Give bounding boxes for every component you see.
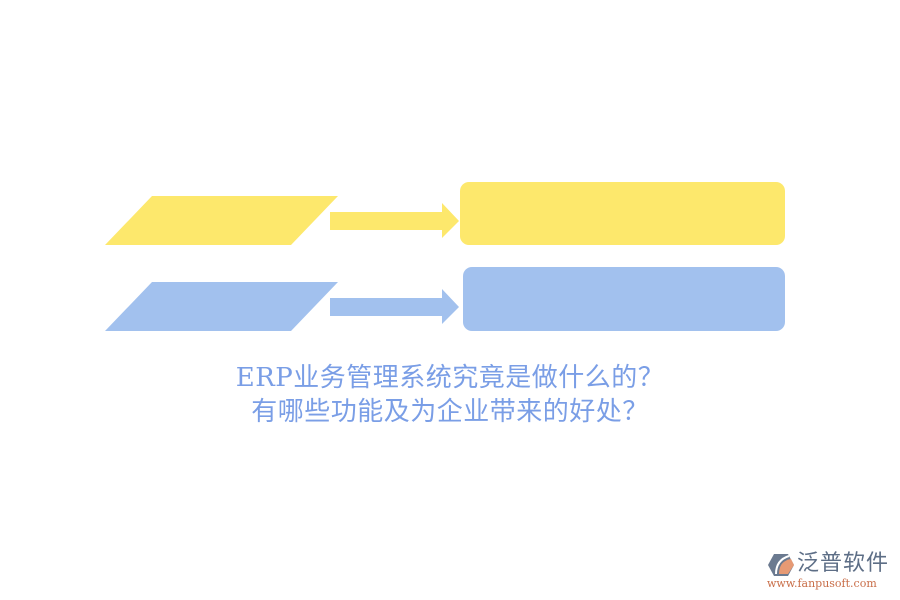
blue-parallelogram xyxy=(105,282,338,331)
logo-name: 泛普软件 xyxy=(797,551,890,576)
yellow-parallelogram xyxy=(105,196,338,245)
title-line-1: ERP业务管理系统究竟是做什么的？ xyxy=(235,363,665,393)
yellow-arrow-icon xyxy=(330,203,459,238)
fanpu-hexagon-logo-icon xyxy=(768,554,794,576)
title-line-2: 有哪些功能及为企业带来的好处？ xyxy=(251,397,649,427)
brand-logo: 泛普软件 www.fanpusoft.com xyxy=(767,551,897,591)
blue-arrow-icon xyxy=(330,289,459,324)
logo-url: www.fanpusoft.com xyxy=(767,577,877,590)
blue-rounded-box xyxy=(463,267,785,331)
yellow-rounded-box xyxy=(460,182,785,245)
